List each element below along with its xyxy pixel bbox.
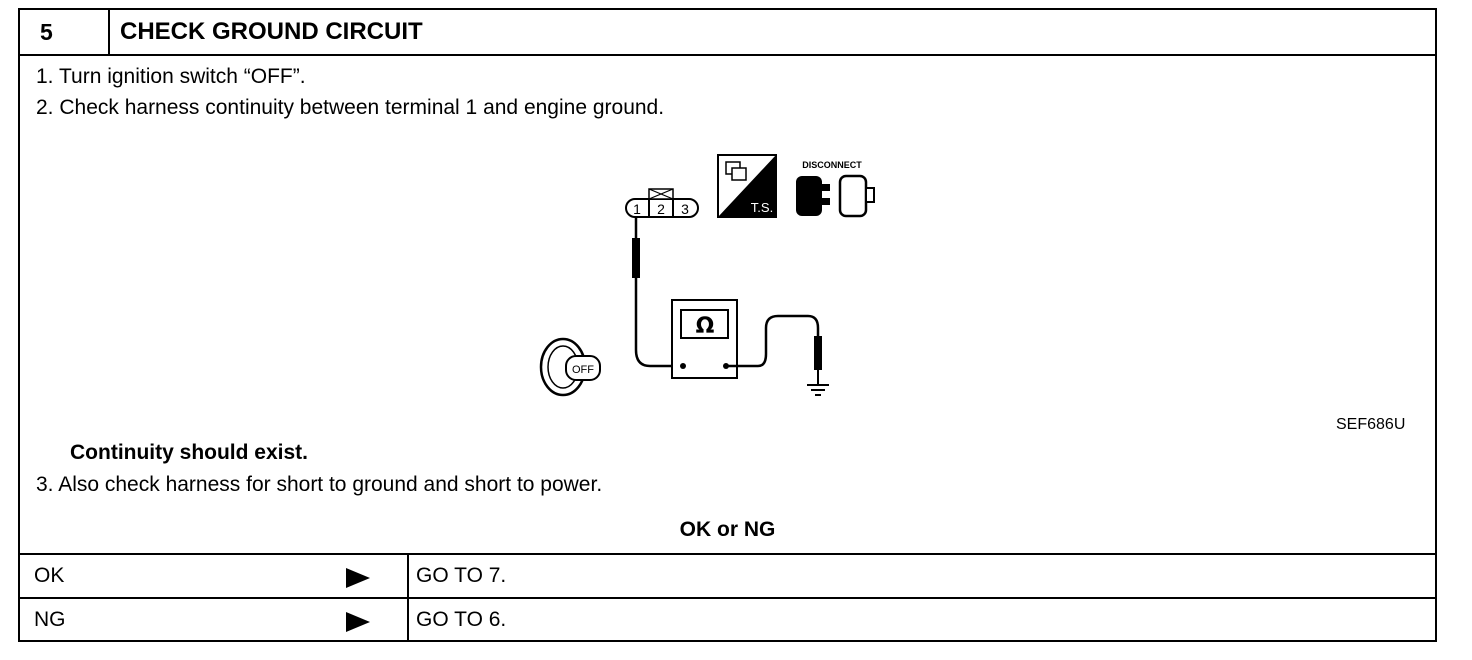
ignition-key-icon: OFF xyxy=(539,337,601,397)
wiring-diagram: 1 2 3 Ω OFF xyxy=(539,154,875,397)
page-title: CHECK GROUND CIRCUIT xyxy=(120,18,423,45)
result-action: GO TO 6. xyxy=(416,608,507,631)
result-label: NG xyxy=(34,608,66,631)
disconnect-icon: DISCONNECT xyxy=(796,160,875,218)
terminal-1-label: 1 xyxy=(633,201,641,217)
result-row-ng: NG GO TO 6. xyxy=(20,597,1435,641)
continuity-note: Continuity should exist. xyxy=(70,441,309,464)
ground-lead xyxy=(726,314,820,370)
connector-icon: 1 2 3 xyxy=(625,188,699,218)
result-label: OK xyxy=(34,564,65,587)
step-2-text: 2. Check harness continuity between term… xyxy=(36,96,665,119)
disconnect-label: DISCONNECT xyxy=(802,160,862,170)
result-action: GO TO 7. xyxy=(416,564,507,587)
terminal-2-label: 2 xyxy=(657,201,665,217)
ohm-symbol: Ω xyxy=(696,314,715,339)
probe-tip xyxy=(632,238,640,278)
arrow-right-icon xyxy=(346,612,370,632)
terminal-3-label: 3 xyxy=(681,201,689,217)
step-number: 5 xyxy=(20,10,110,54)
result-row-ok: OK GO TO 7. xyxy=(20,553,1435,597)
ok-or-ng-label: OK or NG xyxy=(679,518,776,541)
figure-code: SEF686U xyxy=(1336,416,1406,433)
arrow-right-icon xyxy=(346,568,370,588)
key-off-label: OFF xyxy=(572,364,594,376)
ts-label: T.S. xyxy=(751,200,773,215)
header-row: 5 CHECK GROUND CIRCUIT xyxy=(20,10,1435,56)
ground-symbol-icon xyxy=(807,370,829,396)
procedure-table: 5 CHECK GROUND CIRCUIT 1. Turn ignition … xyxy=(18,8,1437,642)
test-service-icon: T.S. xyxy=(717,154,777,218)
step-3-text: 3. Also check harness for short to groun… xyxy=(36,473,603,496)
step-1-text: 1. Turn ignition switch “OFF”. xyxy=(36,65,306,88)
